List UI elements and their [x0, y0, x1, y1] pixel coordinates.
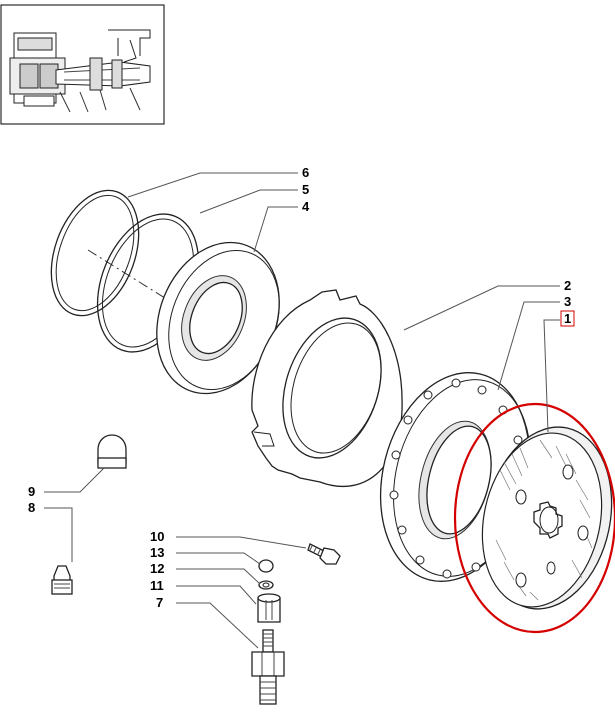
callout-3: 3	[564, 294, 571, 309]
callout-2: 2	[564, 278, 571, 293]
bushing-part[interactable]	[257, 593, 281, 623]
assembly-locator-thumbnail-icon[interactable]	[0, 4, 165, 125]
callout-1-highlight-box	[560, 310, 575, 327]
separator-plate-part[interactable]	[251, 289, 403, 487]
callout-6: 6	[302, 165, 309, 180]
leader-lines	[44, 172, 560, 649]
callout-4: 4	[302, 199, 310, 214]
callout-13: 13	[150, 545, 164, 560]
callout-12: 12	[150, 561, 164, 576]
callout-9: 9	[28, 484, 35, 499]
highlight-circle	[453, 402, 615, 634]
nut-part[interactable]	[258, 559, 274, 573]
bolt-part[interactable]	[307, 543, 341, 565]
callout-11: 11	[150, 578, 164, 593]
callout-10: 10	[150, 529, 164, 544]
washer-part[interactable]	[258, 580, 274, 590]
callout-7: 7	[156, 595, 163, 610]
callout-1: 1	[564, 311, 571, 326]
cap-part[interactable]	[97, 434, 127, 469]
callout-8: 8	[28, 500, 35, 515]
friction-disc-part[interactable]	[467, 415, 615, 621]
plug-screw-part[interactable]	[51, 565, 73, 595]
o-ring-outer-part[interactable]	[35, 178, 155, 328]
piston-disc-part[interactable]	[135, 224, 301, 412]
fitting-stud-part[interactable]	[251, 629, 285, 705]
callout-5: 5	[302, 182, 309, 197]
